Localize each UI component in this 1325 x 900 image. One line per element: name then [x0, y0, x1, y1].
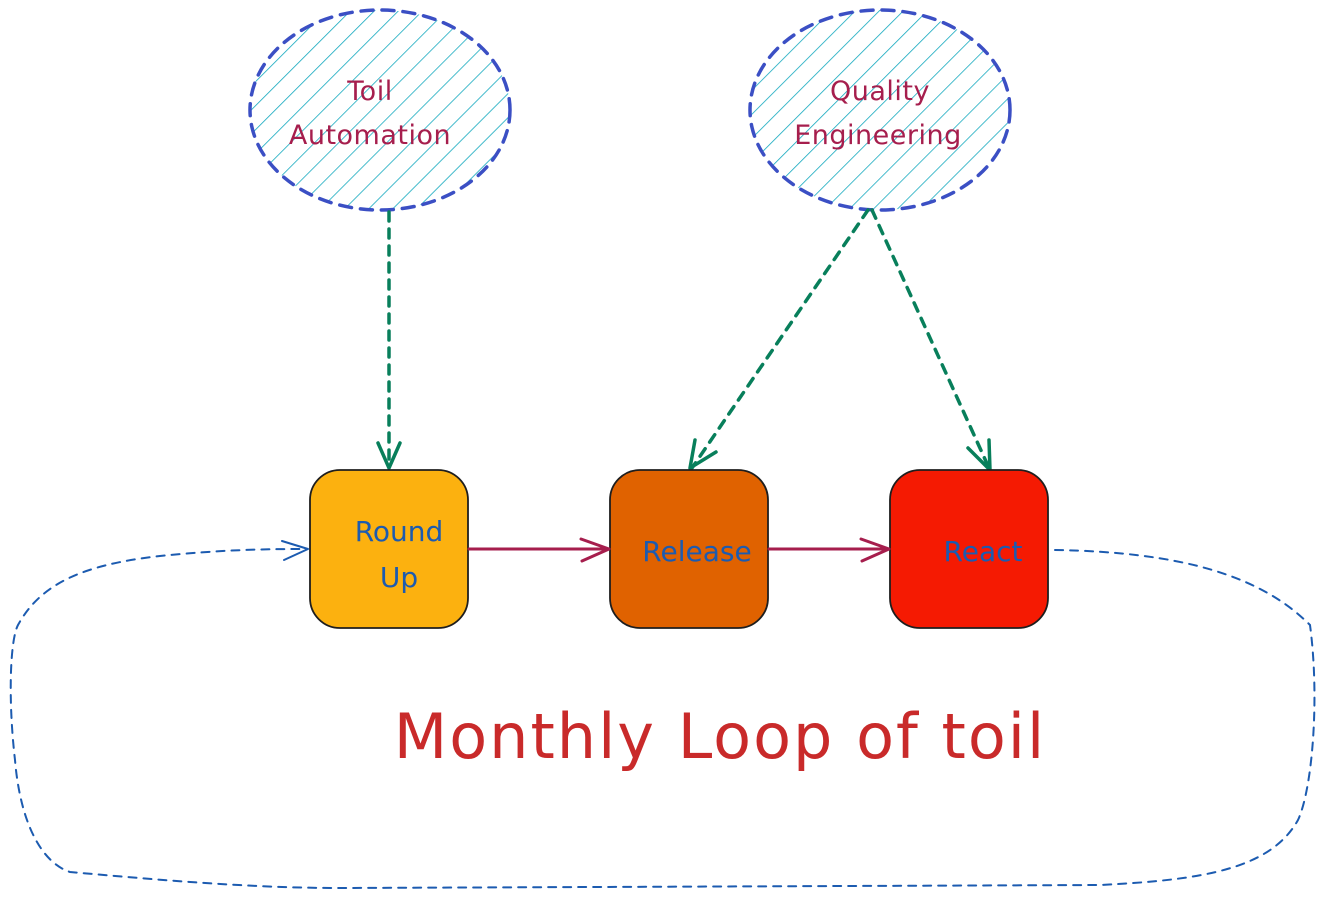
ellipse-toil-automation[interactable]: Toil Automation: [248, 8, 512, 212]
arrowhead: [688, 438, 718, 470]
ellipse-label-line-1: Toil: [346, 76, 392, 107]
box-label: React: [944, 535, 1023, 568]
ellipse-label-line-1: Quality: [830, 76, 930, 107]
arrowhead: [859, 537, 891, 563]
arrowhead: [579, 537, 611, 563]
box-release[interactable]: Release: [609, 469, 769, 629]
ellipse-label-line-2: Automation: [289, 120, 451, 151]
loop-arrow[interactable]: [9, 540, 1316, 890]
arrow-quality-to-react[interactable]: [870, 208, 992, 472]
arrow-quality-to-release[interactable]: [688, 208, 870, 470]
ellipse-quality-engineering[interactable]: Quality Engineering: [748, 8, 1012, 212]
box-round-up[interactable]: Round Up: [309, 469, 469, 629]
loop-label: Monthly Loop of toil: [394, 700, 1047, 773]
box-label-line-2: Up: [380, 561, 418, 594]
box-react[interactable]: React: [889, 469, 1049, 629]
arrowhead: [376, 441, 402, 470]
loop-arrowhead: [281, 540, 309, 561]
box-label-line-1: Round: [355, 515, 444, 548]
arrow-roundup-to-release[interactable]: [467, 537, 611, 563]
arrow-toil-to-roundup[interactable]: [376, 210, 402, 470]
arrow-release-to-react[interactable]: [767, 537, 891, 563]
box-label: Release: [642, 535, 751, 568]
ellipse-label-line-2: Engineering: [794, 120, 962, 151]
